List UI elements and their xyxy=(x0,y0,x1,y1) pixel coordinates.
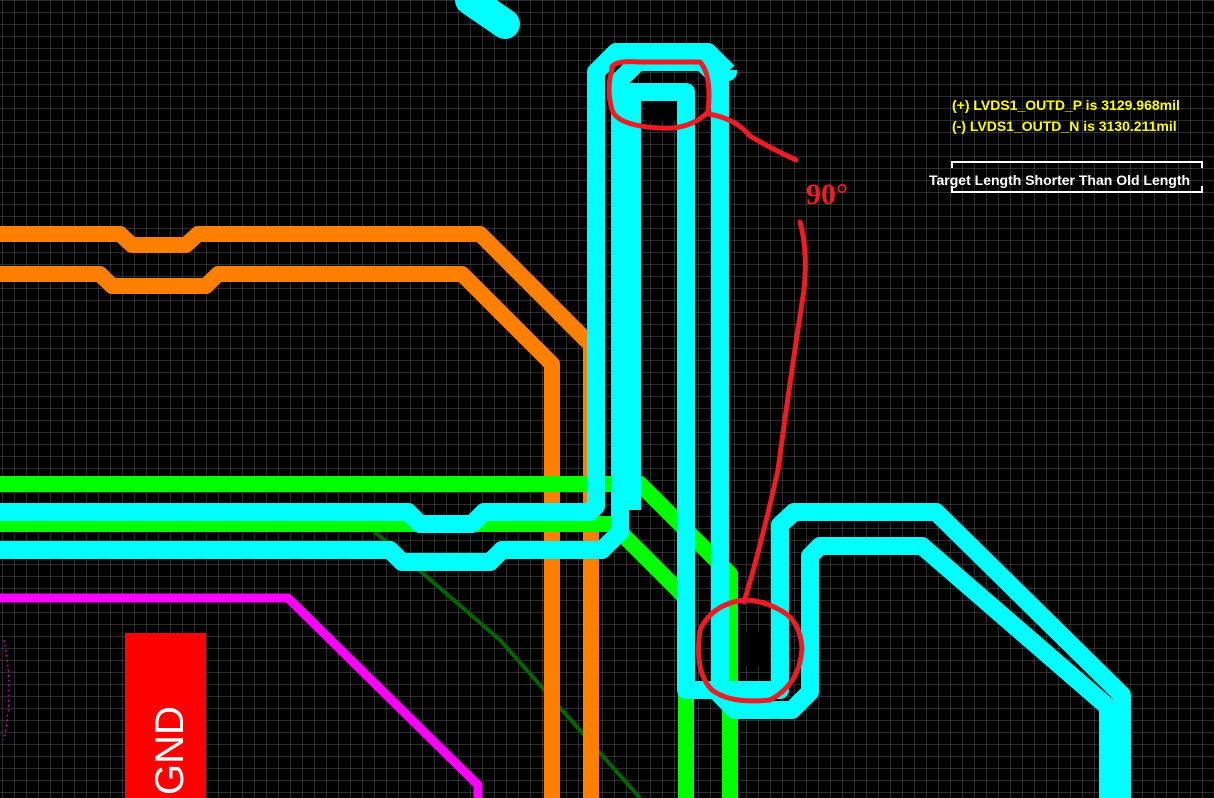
annotation-line-top xyxy=(705,111,799,163)
trace-gap-top xyxy=(646,101,676,121)
trace-gap-bottom xyxy=(738,632,770,666)
target-length-message: Target Length Shorter Than Old Length xyxy=(929,161,1203,193)
annotation-circle-top xyxy=(606,59,712,131)
orange-trace-lower[interactable] xyxy=(0,266,560,798)
target-message-bracket xyxy=(951,161,1203,168)
annotation-line-long xyxy=(741,219,808,605)
keepout-outline xyxy=(3,639,10,741)
cyan-trace-stub[interactable] xyxy=(455,0,520,39)
length-readout-negative: (-) LVDS1_OUTD_N is 3130.211mil xyxy=(952,118,1177,134)
diff-pair-trace-outer[interactable] xyxy=(0,53,1117,798)
target-message-bracket-bottom xyxy=(951,186,1203,193)
annotation-circle-bottom xyxy=(696,597,805,704)
target-length-text: Target Length Shorter Than Old Length xyxy=(929,172,1190,188)
length-readout-positive: (+) LVDS1_OUTD_P is 3129.968mil xyxy=(952,97,1180,113)
gnd-pad[interactable]: GND xyxy=(125,633,206,798)
magenta-trace xyxy=(0,593,483,798)
corner-annotation: 90° xyxy=(606,59,848,704)
diff-pair-trace-inner[interactable] xyxy=(0,43,737,533)
gnd-pad-label: GND xyxy=(148,706,192,795)
annotation-angle-label: 90° xyxy=(806,178,848,211)
orange-trace-upper[interactable] xyxy=(0,226,598,352)
